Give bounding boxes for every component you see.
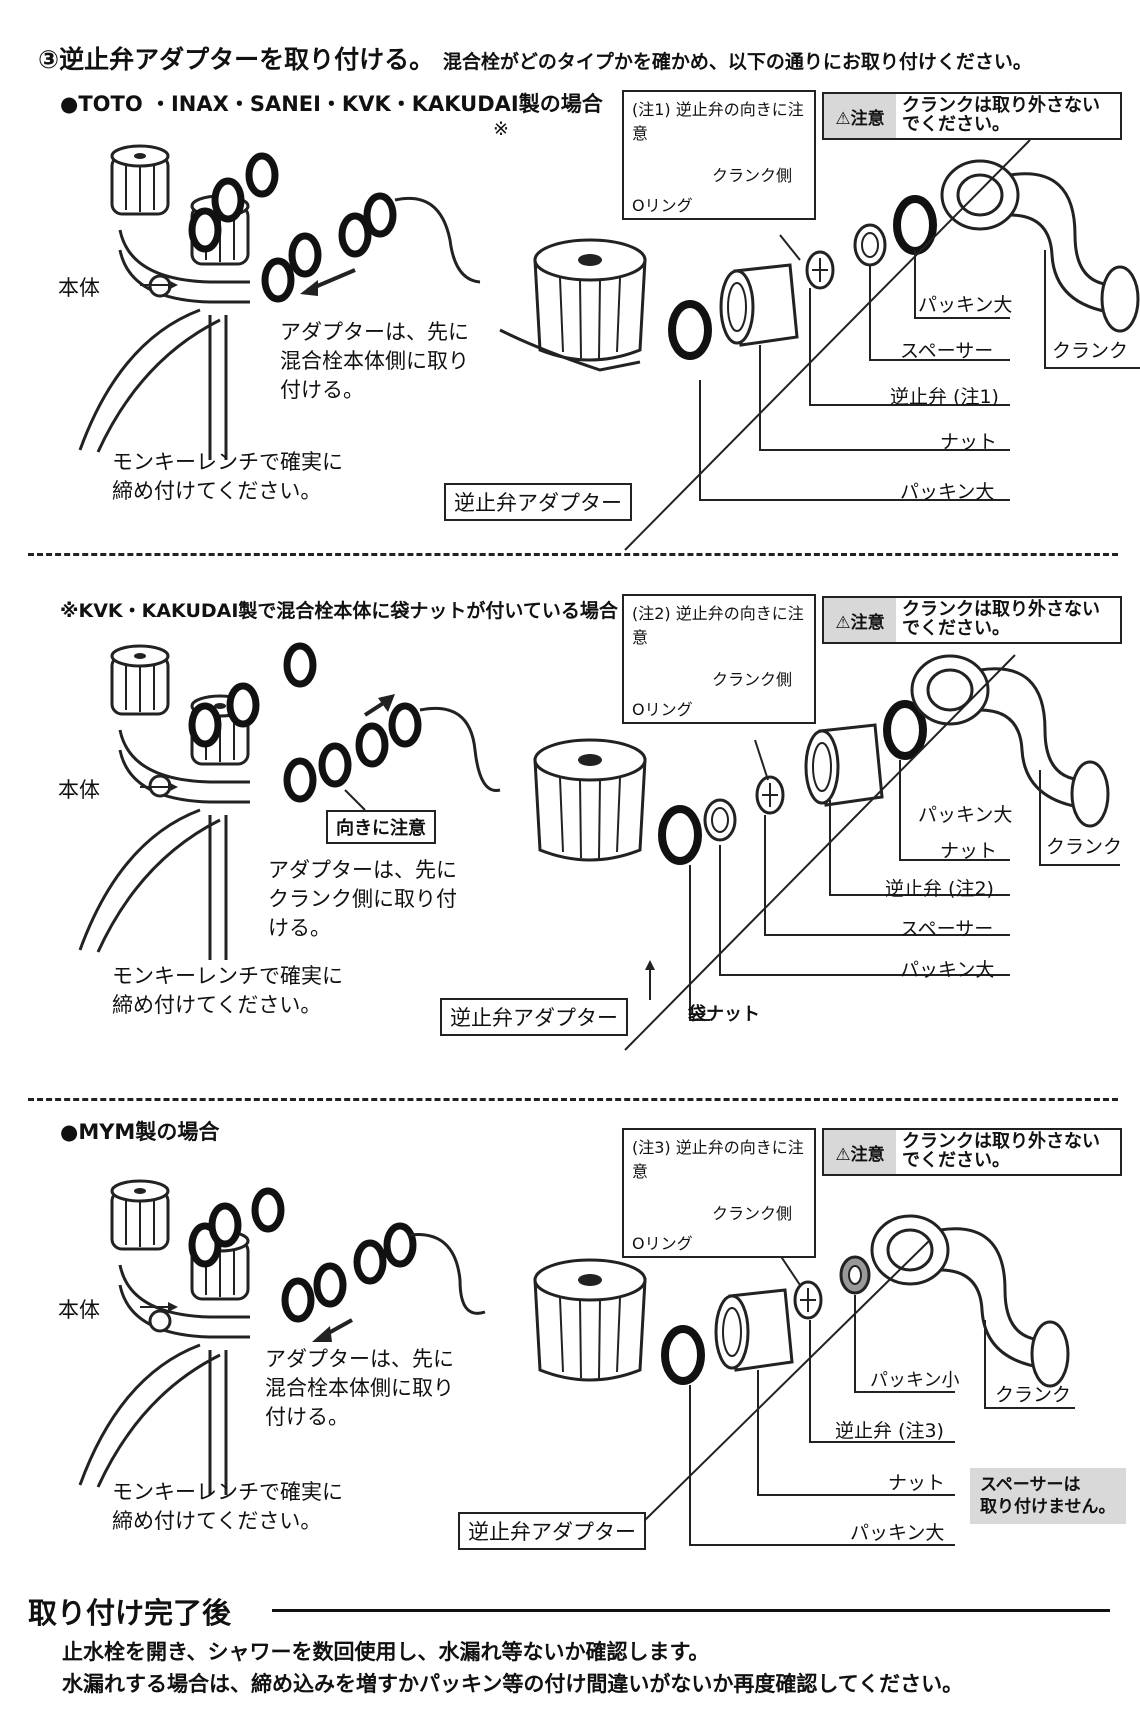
section2-body-label: 本体	[58, 778, 100, 802]
section2-part-nut: ナット	[940, 840, 998, 862]
section2-heading: ※KVK・KAKUDAI製で混合栓本体に袋ナットが付いている場合	[60, 600, 618, 622]
section1-part-crank: クランク	[1052, 340, 1129, 362]
section2-part-spacer: スペーサー	[900, 918, 994, 940]
section1-part-check-valve: 逆止弁 (注1)	[890, 386, 999, 408]
oring-label: Oリング	[632, 700, 693, 719]
note-head: (注2) 逆止弁の向きに注意	[632, 604, 804, 647]
section3-part-packing-small: パッキン小	[870, 1370, 960, 1391]
title-main: ③逆止弁アダプターを取り付ける。	[38, 45, 435, 74]
section1-valve-note: (注1) 逆止弁の向きに注意 Oリング クランク側	[622, 90, 816, 220]
final-heading-rule	[272, 1609, 1110, 1612]
section3-instruction: アダプターは、先に 混合栓本体側に取り 付ける。	[265, 1347, 454, 1429]
page-title: ③逆止弁アダプターを取り付ける。 混合栓がどのタイプかを確かめ、以下の通りにお取…	[38, 40, 1032, 76]
section2-instruction: アダプターは、先に クランク側に取り付 ける。	[268, 858, 457, 940]
section2-adapter-label: 逆止弁アダプター	[440, 998, 628, 1036]
section1-warning: ⚠注意 クランクは取り外さない でください。	[822, 92, 1122, 140]
section1-wrench-note: モンキーレンチで確実に 締め付けてください。	[112, 450, 343, 503]
section3-wrench-note: モンキーレンチで確実に 締め付けてください。	[112, 1480, 343, 1533]
note-head: (注1) 逆止弁の向きに注意	[632, 100, 804, 143]
oring-label: Oリング	[632, 1234, 693, 1253]
note-head: (注3) 逆止弁の向きに注意	[632, 1138, 804, 1181]
section3-body-label: 本体	[58, 1298, 100, 1322]
section1-part-packing-large-1: パッキン大	[918, 294, 1013, 316]
section1-heading-note: ※	[493, 118, 509, 140]
divider	[28, 1098, 1118, 1101]
warning-icon: ⚠注意	[824, 1130, 896, 1174]
section2-wrench-note: モンキーレンチで確実に 締め付けてください。	[112, 964, 343, 1017]
section2-warning: ⚠注意 クランクは取り外さない でください。	[822, 596, 1122, 644]
final-heading: 取り付け完了後	[28, 1596, 232, 1630]
warning-text: クランクは取り外さない でください。	[902, 95, 1100, 135]
warning-text: クランクは取り外さない でください。	[902, 1131, 1100, 1171]
title-sub: 混合栓がどのタイプかを確かめ、以下の通りにお取り付けください。	[442, 51, 1032, 73]
section3-part-crank: クランク	[995, 1384, 1072, 1406]
section1-part-packing-large-2: パッキン大	[900, 481, 995, 503]
section3-warning: ⚠注意 クランクは取り外さない でください。	[822, 1128, 1122, 1176]
section1-heading: ●TOTO ・INAX・SANEI・KVK・KAKUDAI製の場合	[60, 92, 603, 116]
section3-heading: ●MYM製の場合	[60, 1120, 220, 1144]
divider	[28, 553, 1118, 556]
section3-part-check-valve: 逆止弁 (注3)	[835, 1420, 944, 1442]
section3-valve-note: (注3) 逆止弁の向きに注意 Oリング クランク側	[622, 1128, 816, 1258]
section2-part-check-valve: 逆止弁 (注2)	[885, 878, 994, 900]
section2-bag-nut: 袋ナット	[688, 1004, 760, 1025]
warning-text: クランクは取り外さない でください。	[902, 599, 1100, 639]
section1-part-nut: ナット	[940, 431, 998, 453]
section2-part-packing-large-2: パッキン大	[900, 959, 995, 981]
crank-side-label: クランク側	[712, 166, 793, 185]
section1-body-label: 本体	[58, 276, 100, 300]
section2-part-packing-large-1: パッキン大	[918, 804, 1013, 826]
section2-valve-note: (注2) 逆止弁の向きに注意 Oリング クランク側	[622, 594, 816, 724]
section3-spacer-note: スペーサーは 取り付けません。	[970, 1468, 1126, 1524]
section2-orientation-note: 向きに注意	[326, 810, 436, 844]
crank-side-label: クランク側	[712, 1204, 793, 1223]
final-line-1: 止水栓を開き、シャワーを数回使用し、水漏れ等ないか確認します。	[62, 1640, 710, 1664]
final-line-2: 水漏れする場合は、締め込みを増すかパッキン等の付け間違いがないか再度確認してくだ…	[62, 1672, 964, 1696]
warning-icon: ⚠注意	[824, 94, 896, 138]
warning-icon: ⚠注意	[824, 598, 896, 642]
section1-instruction: アダプターは、先に 混合栓本体側に取り 付ける。	[280, 320, 469, 402]
crank-side-label: クランク側	[712, 670, 793, 689]
oring-label: Oリング	[632, 196, 693, 215]
section1-part-spacer: スペーサー	[900, 340, 994, 362]
section3-adapter-label: 逆止弁アダプター	[458, 1512, 646, 1550]
section3-part-packing-large: パッキン大	[850, 1522, 945, 1544]
final-instructions: 止水栓を開き、シャワーを数回使用し、水漏れ等ないか確認します。 水漏れする場合は…	[62, 1636, 963, 1700]
section2-part-crank: クランク	[1046, 836, 1123, 858]
section3-part-nut: ナット	[888, 1472, 946, 1494]
section1-adapter-label: 逆止弁アダプター	[444, 483, 632, 521]
